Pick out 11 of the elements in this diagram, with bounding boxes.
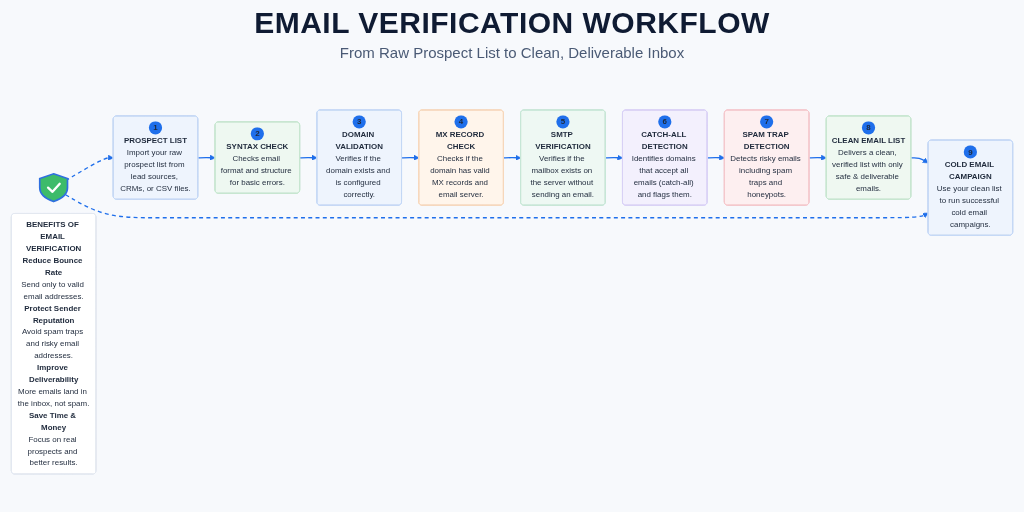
arrow xyxy=(706,154,725,161)
arrow xyxy=(401,154,420,161)
arrow xyxy=(299,154,318,161)
diagram-title: EMAIL VERIFICATION WORKFLOW xyxy=(254,6,770,40)
arrow xyxy=(808,154,827,161)
arrow xyxy=(604,154,624,161)
arrow xyxy=(197,154,216,161)
arrow xyxy=(910,157,929,164)
subtitle: From Raw Prospect List to Clean, Deliverable Inbox xyxy=(339,44,685,61)
arrow xyxy=(503,154,522,161)
arrow xyxy=(64,194,929,219)
